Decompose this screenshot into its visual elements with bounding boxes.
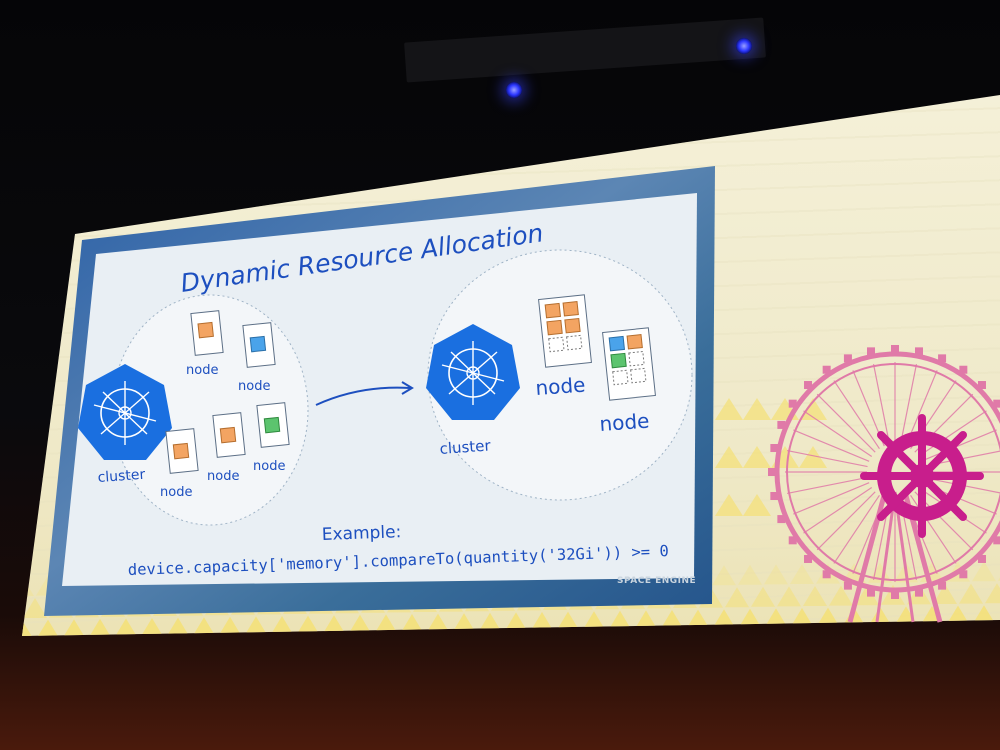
example-label: Example: xyxy=(321,522,401,545)
helm-wheel-icon xyxy=(860,414,984,538)
stage-spotlight xyxy=(736,38,752,54)
ferris-wheel-icon xyxy=(768,345,1000,623)
node-label: node xyxy=(207,469,239,484)
arrow-right-icon xyxy=(315,381,414,406)
right-node-cards xyxy=(538,294,656,401)
node-label: node xyxy=(535,373,586,400)
kubernetes-helm-icon xyxy=(78,364,172,460)
left-node-cards xyxy=(165,310,290,474)
kubernetes-helm-icon xyxy=(426,324,520,420)
stage-spotlight xyxy=(506,82,522,98)
node-label: node xyxy=(160,485,192,500)
node-label: node xyxy=(599,409,650,436)
node-label: node xyxy=(253,459,285,474)
right-diagram-circle xyxy=(427,249,693,501)
left-cluster-label: cluster xyxy=(97,467,146,486)
right-cluster-label: cluster xyxy=(439,436,492,458)
node-label: node xyxy=(238,379,270,394)
space-engine-watermark: SPACE ENGINE xyxy=(617,576,696,586)
node-label: node xyxy=(186,363,218,378)
